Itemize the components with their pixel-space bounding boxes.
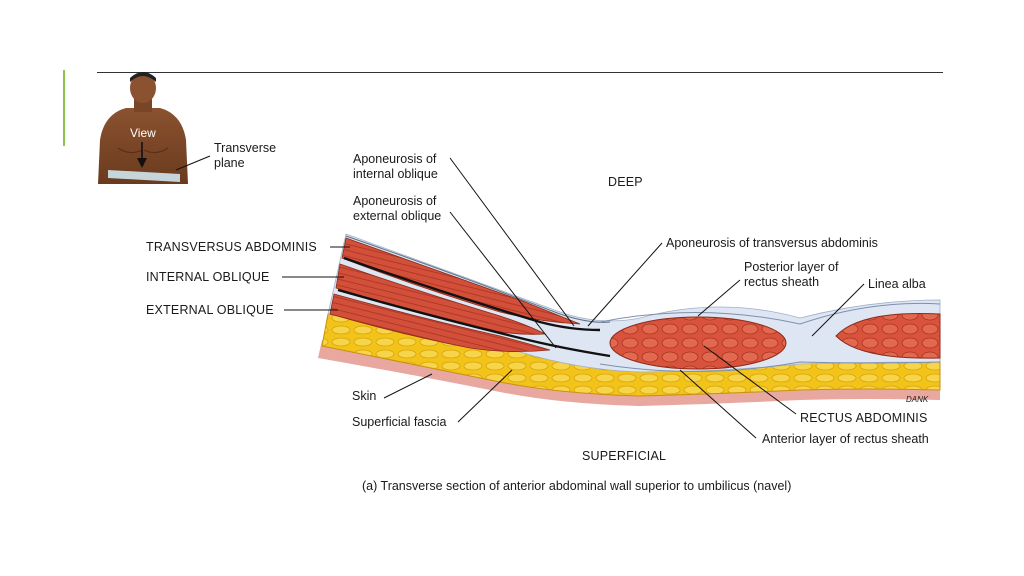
leader-posterior-sheath xyxy=(697,279,741,317)
label-posterior-sheath-line2: rectus sheath xyxy=(744,275,819,289)
plane-leader-line xyxy=(175,155,211,171)
tissue-cross-section xyxy=(318,233,941,406)
label-internal-oblique: INTERNAL OBLIQUE xyxy=(146,270,270,284)
label-skin: Skin xyxy=(352,389,376,403)
label-deep: DEEP xyxy=(608,175,643,189)
leader-apon-transversus xyxy=(587,242,663,327)
leader-superficial-fascia xyxy=(457,369,513,423)
label-linea-alba: Linea alba xyxy=(868,277,926,291)
figure-caption: (a) Transverse section of anterior abdom… xyxy=(362,479,791,493)
label-rectus-abdominis: RECTUS ABDOMINIS xyxy=(800,411,928,425)
leader-anterior-sheath xyxy=(679,369,757,439)
sheath-line xyxy=(599,361,941,373)
rectus-abdominis-contralateral xyxy=(835,313,941,359)
label-apon-external-oblique-line2: external oblique xyxy=(353,209,441,223)
leader-skin xyxy=(383,373,433,399)
label-transversus-abdominis: TRANSVERSUS ABDOMINIS xyxy=(146,240,317,254)
fascia-line xyxy=(345,235,611,323)
label-superficial-fascia: Superficial fascia xyxy=(352,415,447,429)
transverse-plane-label: Transverse xyxy=(214,141,276,155)
torso-thumbnail: View Transverse plane xyxy=(98,72,276,184)
view-arrow-head xyxy=(137,158,147,168)
fascia-line xyxy=(337,288,611,358)
label-posterior-sheath: Posterior layer of xyxy=(744,260,839,274)
label-apon-internal-oblique: Aponeurosis of xyxy=(353,152,437,166)
leader-lines xyxy=(282,157,865,439)
label-apon-internal-oblique-line2: internal oblique xyxy=(353,167,438,181)
rectus-abdominis-muscle xyxy=(609,316,787,370)
leader-apon-internal xyxy=(449,157,575,327)
leader-rectus xyxy=(703,345,797,415)
title-divider xyxy=(97,72,943,73)
accent-bar xyxy=(63,70,65,146)
leader-linea-alba xyxy=(811,283,865,337)
label-apon-transversus: Aponeurosis of transversus abdominis xyxy=(666,236,878,250)
torso-image xyxy=(98,72,188,184)
label-superficial: SUPERFICIAL xyxy=(582,449,666,463)
label-apon-external-oblique: Aponeurosis of xyxy=(353,194,437,208)
artist-signature: DANK xyxy=(906,395,929,404)
view-label: View xyxy=(130,126,156,140)
label-external-oblique: EXTERNAL OBLIQUE xyxy=(146,303,274,317)
label-anterior-sheath: Anterior layer of rectus sheath xyxy=(762,432,929,446)
leader-apon-external xyxy=(449,211,557,349)
external-oblique-muscle xyxy=(329,293,551,352)
sheath-line xyxy=(599,302,941,325)
fascia-line xyxy=(343,256,601,332)
transverse-plane-label-line2: plane xyxy=(214,156,245,170)
